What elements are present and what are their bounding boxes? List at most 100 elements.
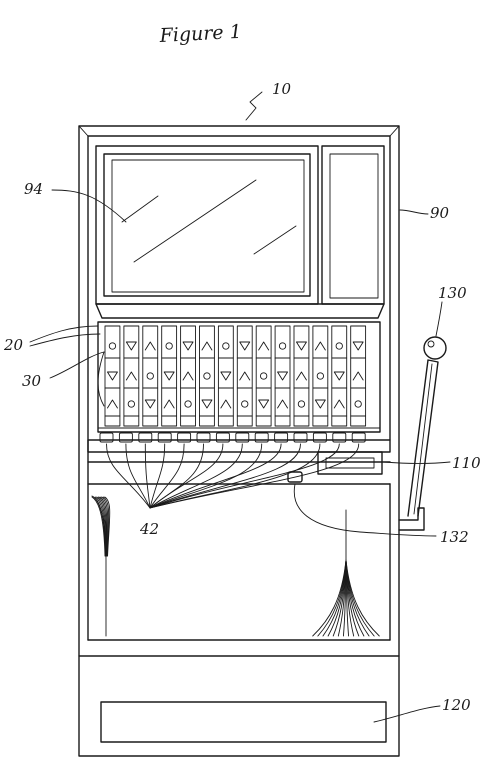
reel-strip [161,325,178,427]
ref-42: 42 [139,520,159,538]
reel-symbol [354,400,362,408]
cabinet-base [78,483,400,743]
leader-line [149,443,282,509]
reel-strip [312,325,329,427]
reel-symbol [314,399,326,409]
player-button [332,432,347,443]
reel-strip [274,325,291,427]
reel-strip [199,325,215,427]
ref-120: 120 [442,696,471,714]
reel-strip [236,325,253,427]
hatch-line [91,496,106,557]
side-display-panel [321,145,385,305]
handle-lever [398,336,447,531]
bill-acceptor [317,451,383,475]
ref-94: 94 [24,180,43,198]
reel-strip [255,325,272,427]
reel-symbol [220,399,232,409]
leader-line [144,443,151,509]
player-button [215,432,230,443]
reel-symbol [107,399,118,409]
figure-caption: Figure 1 [158,21,242,47]
hatch-line [104,496,111,557]
reel-symbol [203,372,211,380]
reel-strip [180,325,196,427]
player-buttons [99,432,366,443]
player-button [235,432,250,443]
reel-strip [350,325,367,427]
reel-symbol [277,399,288,409]
player-button [177,432,192,443]
reel-symbol [258,341,270,351]
button-leader-lines [106,443,360,509]
player-button [99,432,114,443]
reel-symbol [125,371,137,381]
reel-symbol [201,399,213,409]
reel-symbol [107,371,118,381]
player-button [118,432,133,443]
reel-symbol [335,342,343,350]
reel-symbol [146,372,154,380]
reel-symbol [258,399,270,409]
hatch-line [345,559,380,637]
player-button [312,432,327,443]
reel-symbol [163,371,175,381]
lower-panel-120 [100,701,387,743]
leader-line [149,443,263,509]
reel-symbol [182,341,194,351]
ref-132: 132 [440,528,469,546]
leader-line [125,443,151,509]
reel-symbol [297,400,306,408]
reel-strip [104,325,121,427]
reel-symbol [296,341,307,351]
reel-symbol [352,371,364,381]
reel-symbol [165,342,173,350]
leader-line [149,443,360,509]
leader-line [149,443,224,509]
reel-symbol [127,400,136,408]
reel-symbol [144,341,156,351]
reel-symbol [333,399,345,409]
leader-line [149,443,166,509]
reel-symbol [144,399,156,409]
reel-symbol [220,371,232,381]
reel-strip [217,325,234,427]
leader-line [149,443,301,509]
reel-strip [293,325,310,427]
ref-90: 90 [430,204,450,222]
leader-line [106,443,151,509]
reel-symbol [239,371,251,381]
ref-10: 10 [272,80,292,98]
main-display [95,145,319,305]
player-button [351,432,366,443]
reel-symbol [333,371,345,381]
coin-slot [287,471,303,483]
reel-symbol [296,371,307,381]
reel-strips [104,325,367,427]
ref-30: 30 [22,372,42,390]
reel-symbol [182,371,194,381]
reel-strip [142,325,159,427]
player-button [254,432,269,443]
reel-symbol [316,372,324,380]
reel-symbol [352,341,364,351]
reel-symbol [259,372,268,380]
player-button [274,432,289,443]
reel-symbol [278,342,287,350]
ref-130: 130 [438,284,467,302]
player-button [157,432,172,443]
cabinet [78,125,400,757]
reel-symbol [184,400,192,408]
leader-line [149,443,185,509]
reel-symbol [125,341,137,351]
reel-strip [331,325,348,427]
reel-symbol [201,341,213,351]
reel-symbol [239,341,251,351]
player-button [196,432,211,443]
reel-symbol [108,342,117,350]
reference-labels: 10 94 90 20 30 130 110 42 132 120 [3,80,481,723]
cabinet-outline [78,125,400,757]
ref-110: 110 [452,454,481,472]
reel-symbol [241,400,249,408]
